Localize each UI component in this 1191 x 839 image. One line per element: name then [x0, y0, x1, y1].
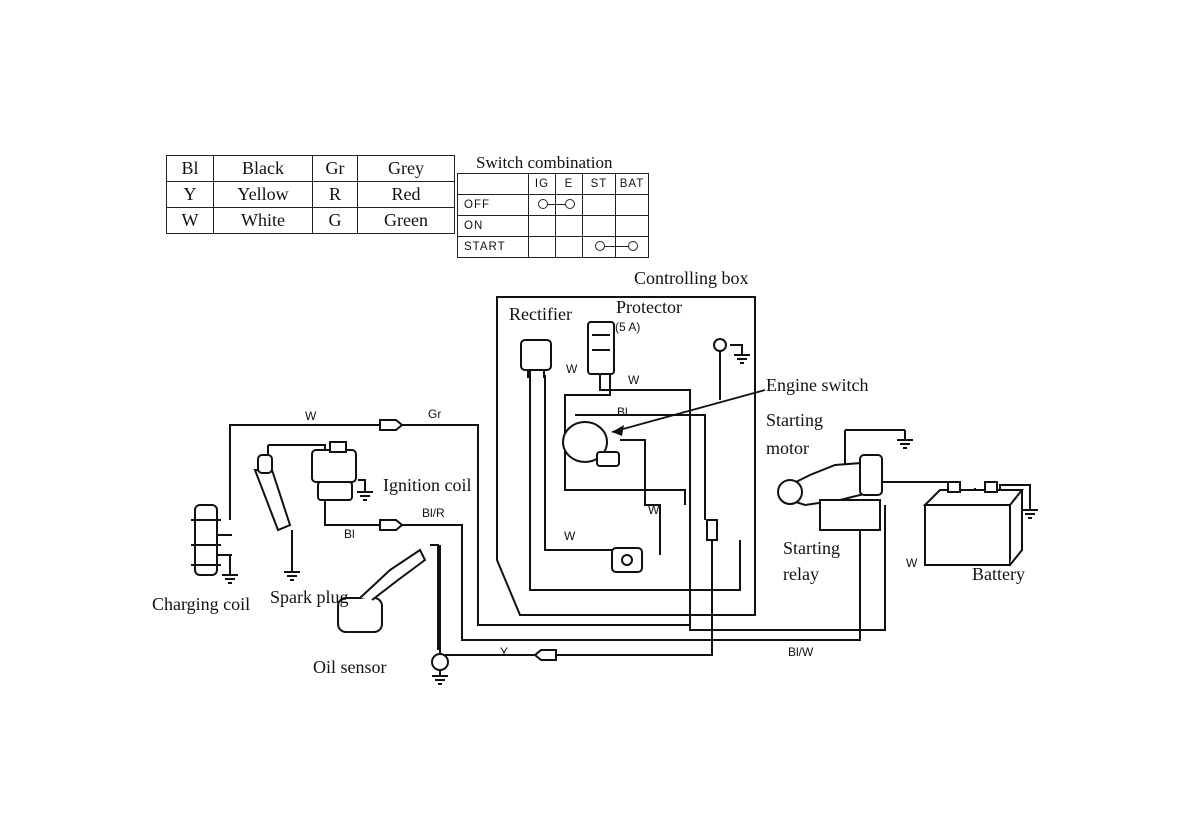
wire-oil-sensor [430, 545, 438, 650]
color-code: Y [167, 182, 214, 208]
switch-cell [556, 237, 583, 258]
engine-switch-leader [612, 390, 765, 432]
label-ignition-coil: Ignition coil [383, 475, 472, 495]
charging-coil-component [191, 505, 232, 575]
wire-label-w-rectifier: W [566, 363, 577, 376]
label-engine-switch: Engine switch [766, 375, 868, 395]
wire-label-w-relay: W [906, 557, 917, 570]
diode-component [707, 520, 717, 540]
color-code: W [167, 208, 214, 234]
switch-col-e: E [556, 174, 583, 195]
switch-cell [529, 237, 556, 258]
engine-switch-component [563, 422, 619, 466]
ground-symbols [222, 345, 1038, 684]
switch-col-bat: BAT [616, 174, 649, 195]
color-name: Grey [358, 156, 455, 182]
switch-header-row: IG E ST BAT [458, 174, 649, 195]
connector-w-gr [380, 420, 402, 430]
starting-motor-component [778, 455, 882, 505]
switch-cell [583, 195, 616, 216]
color-name: Green [358, 208, 455, 234]
wire-label-gr-top: Gr [428, 408, 441, 421]
color-code: R [313, 182, 358, 208]
rectifier-component [521, 340, 551, 378]
switch-col-ig: IG [529, 174, 556, 195]
label-battery: Battery [972, 564, 1025, 584]
wire-label-bl-switch: Bl [617, 406, 628, 419]
fuel-valve-component [612, 548, 642, 572]
switch-cell [556, 216, 583, 237]
connector-bl-r [380, 520, 402, 530]
label-protector: Protector [616, 297, 682, 317]
color-code: G [313, 208, 358, 234]
wire-label-y-bottom: Y [500, 646, 508, 659]
switch-cell [556, 195, 583, 216]
label-rectifier: Rectifier [509, 304, 572, 324]
switch-row-on: ON [458, 216, 649, 237]
label-starting-relay-line2: relay [783, 564, 819, 584]
switch-row-label: OFF [458, 195, 529, 216]
ground-terminal [714, 339, 726, 351]
switch-row-label: START [458, 237, 529, 258]
legend-row: W White G Green [167, 208, 455, 234]
switch-cell [583, 237, 616, 258]
wire-label-bl-coil: Bl [344, 528, 355, 541]
wire-y [440, 540, 712, 655]
ignition-coil-component [312, 442, 356, 500]
color-code: Gr [313, 156, 358, 182]
wire-label-w-lower: W [564, 530, 575, 543]
legend-row: Bl Black Gr Grey [167, 156, 455, 182]
switch-cell [529, 216, 556, 237]
legend-row: Y Yellow R Red [167, 182, 455, 208]
switch-row-off: OFF [458, 195, 649, 216]
connector-y [535, 650, 556, 660]
color-name: Yellow [214, 182, 313, 208]
switch-col-st: ST [583, 174, 616, 195]
switch-cell [616, 195, 649, 216]
wire-label-bl-r: Bl/R [422, 507, 445, 520]
switch-row-label: ON [458, 216, 529, 237]
label-spark-plug: Spark plug [270, 587, 349, 607]
switch-cell [529, 195, 556, 216]
label-oil-sensor: Oil sensor [313, 657, 387, 677]
label-starting-motor-line1: Starting [766, 410, 823, 430]
protector-component [588, 322, 614, 374]
battery-component [925, 482, 1022, 565]
wire-label-w-valve: W [648, 504, 659, 517]
switch-corner-cell [458, 174, 529, 195]
starting-relay-component [820, 500, 880, 530]
switch-combination-title: Switch combination [476, 154, 612, 172]
engine-switch-arrowhead [612, 425, 624, 436]
switch-combination-table: IG E ST BAT OFF ON START [457, 173, 649, 258]
color-code: Bl [167, 156, 214, 182]
wire-label-bl-w: Bl/W [788, 646, 813, 659]
label-charging-coil: Charging coil [152, 594, 250, 614]
label-starting-motor-line2: motor [766, 438, 809, 458]
wire-label-w-protector: W [628, 374, 639, 387]
oil-ground-terminal [432, 654, 448, 670]
color-name: White [214, 208, 313, 234]
switch-cell [616, 237, 649, 258]
color-name: Black [214, 156, 313, 182]
label-controlling-box: Controlling box [634, 268, 749, 288]
oil-sensor-component [338, 550, 425, 632]
color-name: Red [358, 182, 455, 208]
wire-switch-down [620, 440, 660, 555]
color-legend-table: Bl Black Gr Grey Y Yellow R Red W White … [166, 155, 455, 234]
switch-cell [616, 216, 649, 237]
switch-cell [583, 216, 616, 237]
switch-row-start: START [458, 237, 649, 258]
label-starting-relay-line1: Starting [783, 538, 840, 558]
label-protector-rating: (5 A) [615, 317, 640, 337]
wire-label-w-top: W [305, 410, 316, 423]
